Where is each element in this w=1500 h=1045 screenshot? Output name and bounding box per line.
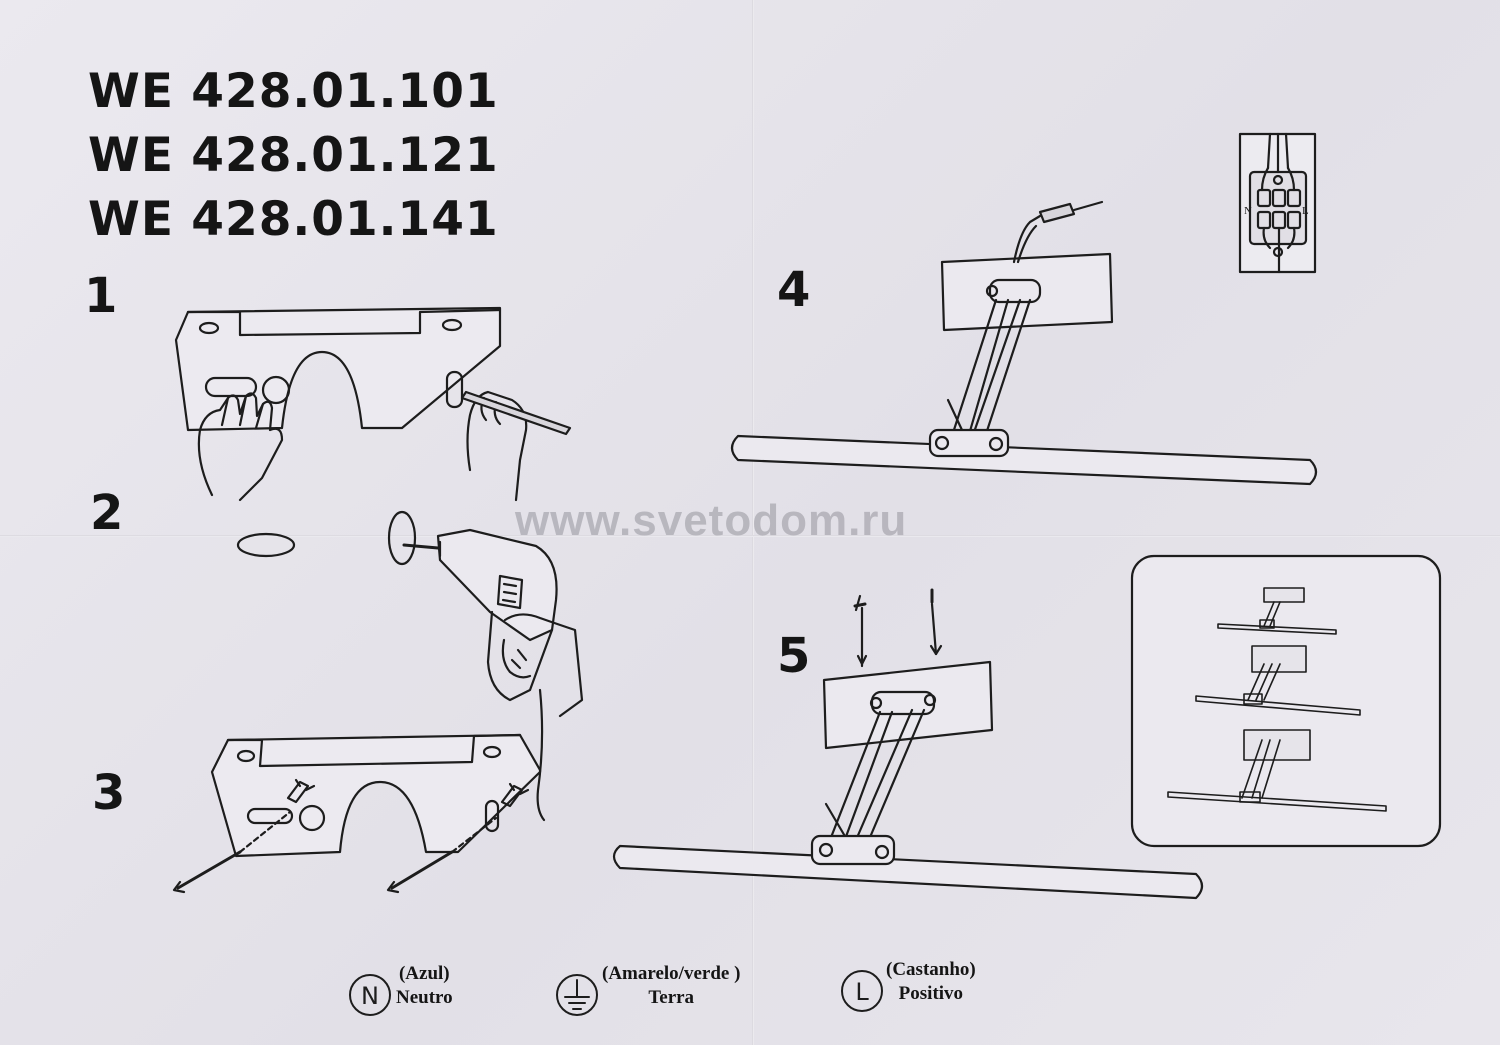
legend-name: Terra (648, 987, 695, 1008)
neutral-symbol-icon (349, 974, 391, 1016)
legend-name: Neutro (396, 987, 453, 1008)
step3-mounting-illustration (172, 733, 542, 894)
step-4-number: 4 (777, 262, 811, 318)
lamp-size-variants-panel (1130, 554, 1442, 848)
legend-symbols (349, 970, 883, 1016)
step-1-number: 1 (84, 268, 118, 324)
step-3-number: 3 (92, 765, 126, 821)
wiring-neutral-label: N (1244, 205, 1252, 217)
live-symbol-letter: L (855, 978, 869, 1006)
ground-symbol-icon (556, 974, 598, 1016)
legend-ground: (Amarelo/verde ) Terra (600, 962, 740, 1010)
horizontal-fold-line (0, 535, 1500, 537)
wiring-terminal-illustration (1238, 132, 1317, 274)
model-list: WE 428.01.101 WE 428.01.121 WE 428.01.14… (88, 60, 499, 252)
watermark: www.svetodom.ru (515, 496, 908, 545)
legend-name: Positivo (898, 983, 964, 1004)
step2-drill-illustration (236, 510, 584, 822)
legend-color: (Castanho) (886, 959, 976, 980)
model-code: WE 428.01.101 (88, 64, 499, 119)
legend-color: (Amarelo/verde ) (602, 963, 741, 984)
step5-lamp-illustration (612, 588, 1204, 900)
step-5-number: 5 (777, 628, 811, 684)
neutral-symbol-letter: N (361, 982, 379, 1010)
step-2-number: 2 (90, 485, 124, 541)
vertical-fold-line (752, 0, 754, 1045)
live-symbol-icon (841, 970, 883, 1012)
legend-color: (Azul) (398, 963, 450, 984)
step1-bracket-illustration (174, 306, 572, 502)
model-code: WE 428.01.121 (88, 128, 499, 183)
step4-lamp-illustration (730, 200, 1318, 486)
legend-neutral: (Azul) Neutro (394, 962, 453, 1010)
legend-live: (Castanho) Positivo (884, 958, 976, 1006)
model-code: WE 428.01.141 (88, 192, 499, 247)
wiring-live-label: L (1302, 205, 1309, 217)
